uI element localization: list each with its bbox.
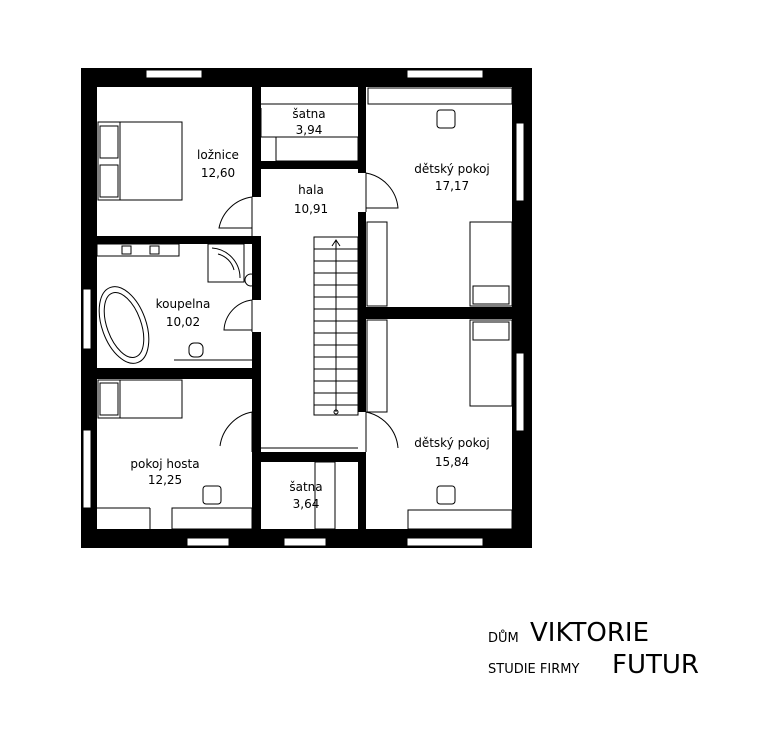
bed (469, 319, 513, 407)
room-area-hala: 10,91 (294, 202, 328, 216)
wardrobe (275, 136, 359, 162)
wall-bedroom-right (252, 87, 261, 197)
wardrobe (366, 319, 388, 413)
window (406, 537, 484, 547)
vanity (96, 243, 180, 257)
doors (218, 108, 399, 452)
wardrobe (366, 221, 388, 307)
windows (82, 69, 525, 547)
furniture (96, 87, 513, 530)
bed (469, 221, 513, 307)
bathtub (98, 286, 150, 364)
toilet (188, 342, 204, 358)
room-area-loznice: 12,60 (201, 166, 235, 180)
door-guest (219, 411, 253, 452)
wall-bath-bottom (97, 368, 261, 379)
window (515, 122, 525, 202)
chair (436, 109, 456, 129)
double-bed (97, 121, 183, 201)
room-labels: ložnice 12,60 šatna 3,94 dětský pokoj 17… (130, 107, 489, 511)
desk (367, 87, 513, 105)
wardrobe (314, 461, 336, 530)
room-name-pokoj-hosta: pokoj hosta (130, 457, 199, 471)
title-block: DŮM VIKTORIE STUDIE FIRMY FUTUR (488, 618, 728, 688)
door-bathroom (223, 299, 253, 332)
room-name-satna-bottom: šatna (289, 480, 322, 494)
room-area-koupelna: 10,02 (166, 315, 200, 329)
wall-bedroom-bottom (97, 236, 261, 244)
chair (436, 485, 456, 505)
window (145, 69, 203, 79)
room-name-hala: hala (298, 183, 324, 197)
house-prefix: DŮM (488, 631, 519, 646)
room-name-detsky2: dětský pokoj (414, 436, 490, 450)
wall-hall-left-bottom (252, 332, 261, 529)
room-name-loznice: ložnice (197, 148, 239, 162)
window (515, 352, 525, 432)
house-name: VIKTORIE (530, 618, 649, 648)
window (82, 429, 92, 509)
window (186, 537, 230, 547)
room-name-detsky1: dětský pokoj (414, 162, 490, 176)
window (82, 288, 92, 350)
studio-name: FUTUR (612, 650, 699, 680)
wall-hall-bottom (252, 452, 366, 462)
wall-closet-bottom-left (252, 462, 261, 529)
wall-closet-bottom-right (358, 452, 366, 529)
wall-closet-top-bottom (252, 161, 360, 169)
wall-kids-divider (358, 307, 512, 319)
room-name-satna-top: šatna (292, 107, 325, 121)
single-bed (97, 379, 183, 419)
room-name-koupelna: koupelna (156, 297, 211, 311)
window (283, 537, 327, 547)
wall-hall-left-lower (252, 236, 261, 300)
door-kids2 (365, 411, 399, 452)
wall-hall-right-upper (358, 87, 366, 173)
door-kids1 (365, 172, 399, 212)
room-area-detsky1: 17,17 (435, 179, 469, 193)
staircase (313, 236, 359, 416)
window (406, 69, 484, 79)
room-area-detsky2: 15,84 (435, 455, 469, 469)
desk (407, 509, 513, 530)
shower (207, 243, 245, 283)
door-closet-top (260, 108, 276, 138)
room-area-pokoj-hosta: 12,25 (148, 473, 182, 487)
shower-drain (244, 273, 258, 287)
chair (202, 485, 222, 505)
room-area-satna-bottom: 3,64 (293, 497, 320, 511)
desk (171, 507, 253, 530)
room-area-satna-top: 3,94 (296, 123, 323, 137)
studio-prefix: STUDIE FIRMY (488, 662, 580, 677)
door-bedroom (218, 196, 253, 236)
